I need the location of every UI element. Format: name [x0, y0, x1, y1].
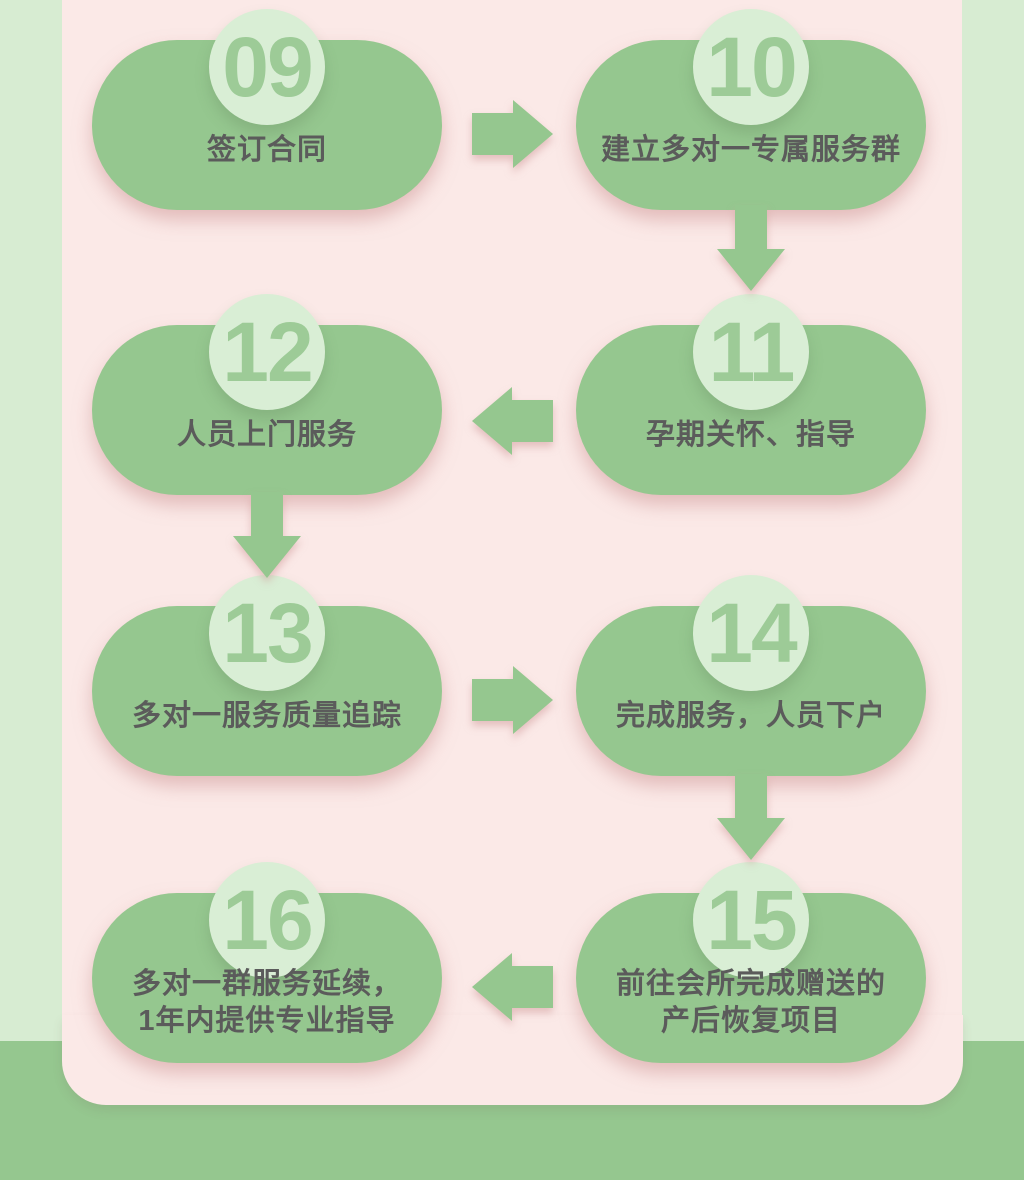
step-label: 签订合同 [206, 133, 327, 166]
step-number: 16 [222, 873, 313, 967]
arrow-down-icon [717, 774, 785, 860]
step-label: 多对一群服务延续， 1年内提供专业指导 [131, 968, 402, 1037]
step-label: 多对一服务质量追踪 [131, 699, 402, 732]
step-number-badge: 09 [209, 9, 325, 125]
step-pill-11: 11 孕期关怀、指导 [576, 294, 926, 495]
step-pill-12: 12 人员上门服务 [92, 294, 442, 495]
step-label: 建立多对一专属服务群 [600, 133, 901, 166]
step-label: 人员上门服务 [176, 418, 357, 451]
step-number-badge: 12 [209, 294, 325, 410]
arrow-left-icon [472, 387, 553, 455]
arrow-down-icon [233, 492, 301, 578]
step-number: 14 [706, 586, 797, 680]
step-number: 10 [706, 20, 797, 114]
step-number: 11 [708, 305, 796, 399]
step-number-badge: 16 [209, 862, 325, 978]
step-label: 前往会所完成赠送的 产后恢复项目 [615, 968, 886, 1037]
step-pill-13: 13 多对一服务质量追踪 [92, 575, 442, 776]
step-number: 13 [222, 586, 313, 680]
step-pill-14: 14 完成服务，人员下户 [576, 575, 926, 776]
step-pill-15: 15 前往会所完成赠送的 产后恢复项目 [576, 862, 926, 1063]
step-label: 孕期关怀、指导 [645, 418, 856, 451]
left-green-strip [0, 0, 62, 1041]
step-number-badge: 14 [693, 575, 809, 691]
arrow-right-icon [472, 666, 553, 734]
arrow-right-icon [472, 100, 553, 168]
step-pill-16: 16 多对一群服务延续， 1年内提供专业指导 [92, 862, 442, 1063]
step-number-badge: 10 [693, 9, 809, 125]
step-pill-10: 10 建立多对一专属服务群 [576, 9, 926, 210]
step-number-badge: 15 [693, 862, 809, 978]
step-number: 09 [222, 20, 313, 114]
arrow-down-icon [717, 205, 785, 291]
step-pill-09: 09 签订合同 [92, 9, 442, 210]
arrow-left-icon [472, 953, 553, 1021]
step-label: 完成服务，人员下户 [615, 699, 886, 732]
step-number: 15 [706, 873, 797, 967]
step-number-badge: 13 [209, 575, 325, 691]
right-green-strip [962, 0, 1024, 1041]
step-number: 12 [222, 305, 313, 399]
step-number-badge: 11 [693, 294, 809, 410]
